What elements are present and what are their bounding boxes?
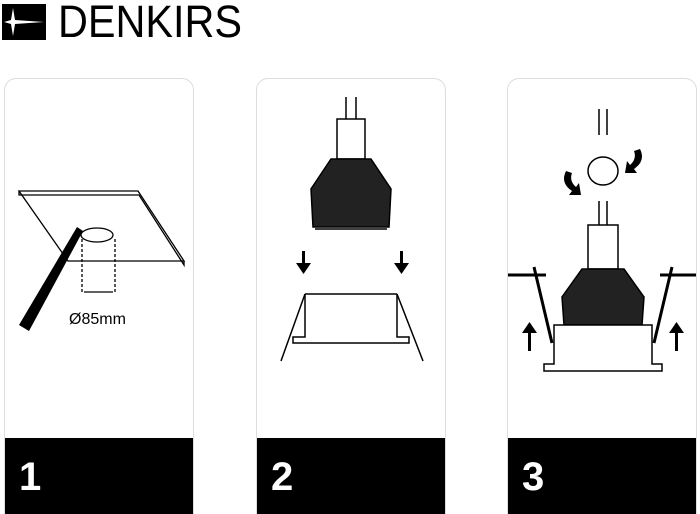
brand-logo: DENKIRS	[2, 0, 258, 47]
step-number: 1	[19, 455, 42, 499]
arrow-down-icon	[394, 251, 409, 274]
step-1-footer: 1	[5, 438, 193, 514]
step-2-panel: 2	[256, 78, 446, 514]
step-number: 3	[522, 455, 545, 499]
step-3-panel: 3	[507, 78, 697, 514]
mount-fixture-illustration	[508, 109, 696, 372]
arrow-up-icon	[669, 322, 684, 351]
step-3-footer: 3	[508, 438, 696, 514]
step-2-footer: 2	[257, 438, 445, 514]
cutout-diameter-label: Ø85mm	[69, 311, 126, 328]
step-number: 2	[271, 455, 294, 499]
star-logo-icon	[2, 4, 46, 40]
arrow-up-icon	[522, 322, 537, 351]
step-1-panel: Ø85mm 1	[4, 78, 194, 514]
brand-name: DENKIRS	[58, 0, 243, 47]
insert-lamp-illustration	[280, 97, 424, 362]
saw-icon	[19, 227, 83, 331]
arrow-down-icon	[296, 251, 311, 274]
ceiling-cutout-illustration	[17, 190, 186, 331]
rotate-arrow-icon	[564, 171, 581, 195]
rotate-arrow-icon	[625, 149, 642, 173]
